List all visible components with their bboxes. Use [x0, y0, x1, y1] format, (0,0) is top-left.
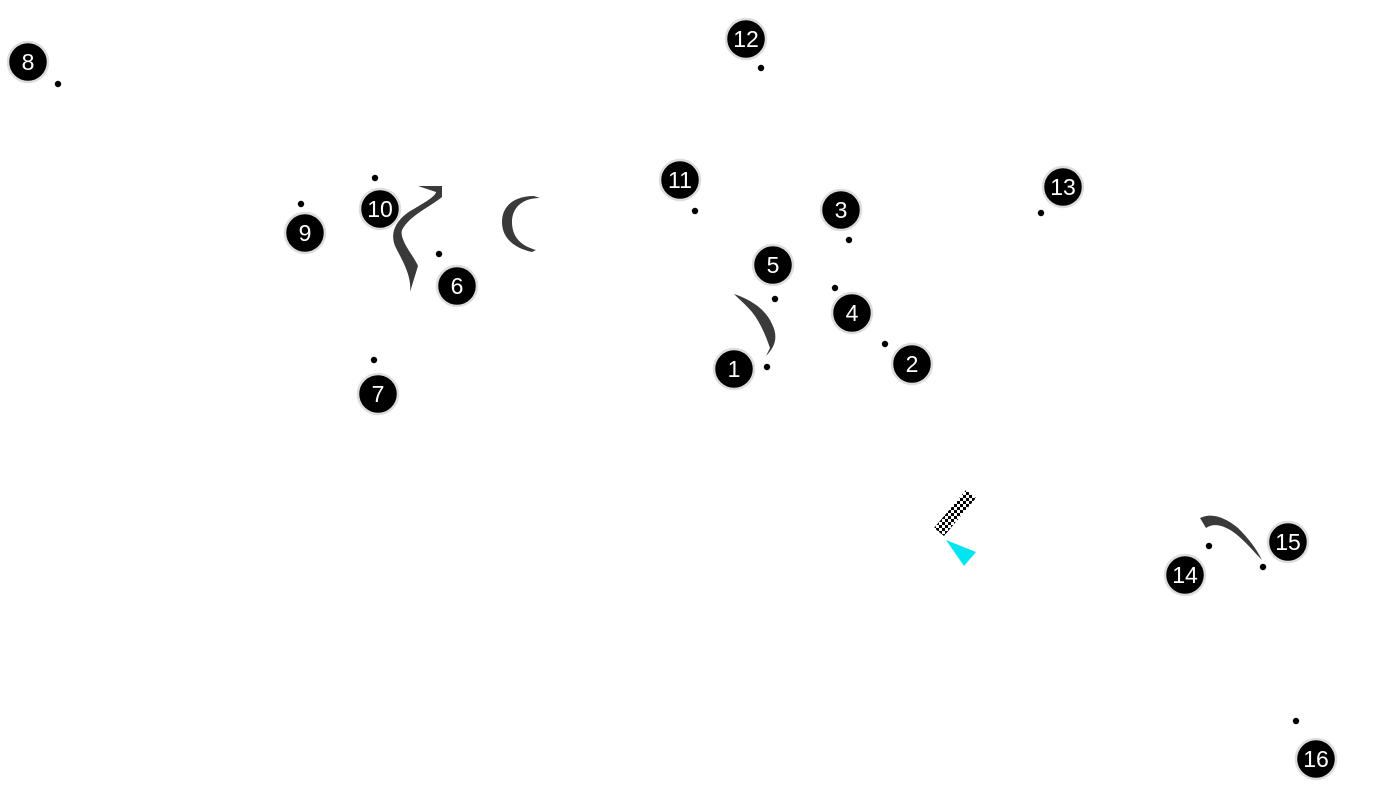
direction-arrow-icon [946, 540, 976, 566]
track-segment-turn-1 [734, 294, 776, 356]
corner-label-7: 7 [372, 381, 385, 407]
corner-label-6: 6 [451, 273, 464, 299]
checkered-flag-icon [934, 490, 976, 536]
corner-dot-12 [757, 64, 765, 72]
corner-dot-7 [370, 356, 378, 364]
corner-label-1: 1 [728, 356, 741, 382]
corner-label-11: 11 [668, 167, 692, 193]
corner-badge-1[interactable]: 1 [712, 347, 756, 391]
corner-label-16: 16 [1303, 746, 1329, 772]
corner-badge-11[interactable]: 11 [658, 158, 702, 202]
corner-dot-8 [54, 80, 62, 88]
corner-dot-13 [1037, 209, 1045, 217]
corner-badge-14[interactable]: 14 [1163, 553, 1207, 597]
corner-badge-2[interactable]: 2 [890, 342, 934, 386]
corner-badge-10[interactable]: 10 [358, 187, 402, 231]
corner-dot-16 [1292, 717, 1300, 725]
corner-badge-13[interactable]: 13 [1041, 165, 1085, 209]
corner-label-8: 8 [22, 49, 35, 75]
corner-badge-16[interactable]: 16 [1294, 737, 1338, 781]
corner-dot-11 [691, 207, 699, 215]
track-segments [393, 186, 1262, 560]
corner-badge-4[interactable]: 4 [830, 291, 874, 335]
corner-dots [54, 64, 1300, 725]
corner-badge-15[interactable]: 15 [1266, 520, 1310, 564]
corner-badge-6[interactable]: 6 [435, 264, 479, 308]
corner-badge-12[interactable]: 12 [724, 17, 768, 61]
corner-badge-9[interactable]: 9 [283, 211, 327, 255]
corner-badge-3[interactable]: 3 [819, 188, 863, 232]
corner-dot-14 [1205, 542, 1213, 550]
corner-dot-15 [1259, 563, 1267, 571]
corner-dot-10 [371, 174, 379, 182]
corner-dot-6 [435, 250, 443, 258]
corner-badge-7[interactable]: 7 [356, 372, 400, 416]
corner-dot-9 [297, 200, 305, 208]
corner-label-15: 15 [1275, 529, 1301, 555]
corner-label-14: 14 [1172, 562, 1198, 588]
track-segment-turn-15 [1200, 515, 1262, 560]
corner-label-2: 2 [906, 351, 919, 377]
corner-label-4: 4 [846, 300, 859, 326]
track-segment-turn-10 [393, 186, 442, 292]
corner-label-12: 12 [733, 26, 759, 52]
corner-label-3: 3 [835, 197, 848, 223]
corner-badges: 1 2 3 4 5 6 7 8 [6, 17, 1338, 781]
corner-dot-3 [845, 236, 853, 244]
corner-badge-5[interactable]: 5 [751, 243, 795, 287]
corner-label-5: 5 [767, 252, 780, 278]
corner-dot-4 [831, 284, 839, 292]
corner-label-13: 13 [1050, 174, 1076, 200]
corner-badge-8[interactable]: 8 [6, 40, 50, 84]
corner-label-9: 9 [299, 220, 312, 246]
track-segment-hairpin [502, 196, 540, 252]
corner-label-10: 10 [367, 196, 393, 222]
corner-dot-5 [771, 295, 779, 303]
corner-dot-2 [881, 340, 889, 348]
corner-dot-1 [763, 363, 771, 371]
